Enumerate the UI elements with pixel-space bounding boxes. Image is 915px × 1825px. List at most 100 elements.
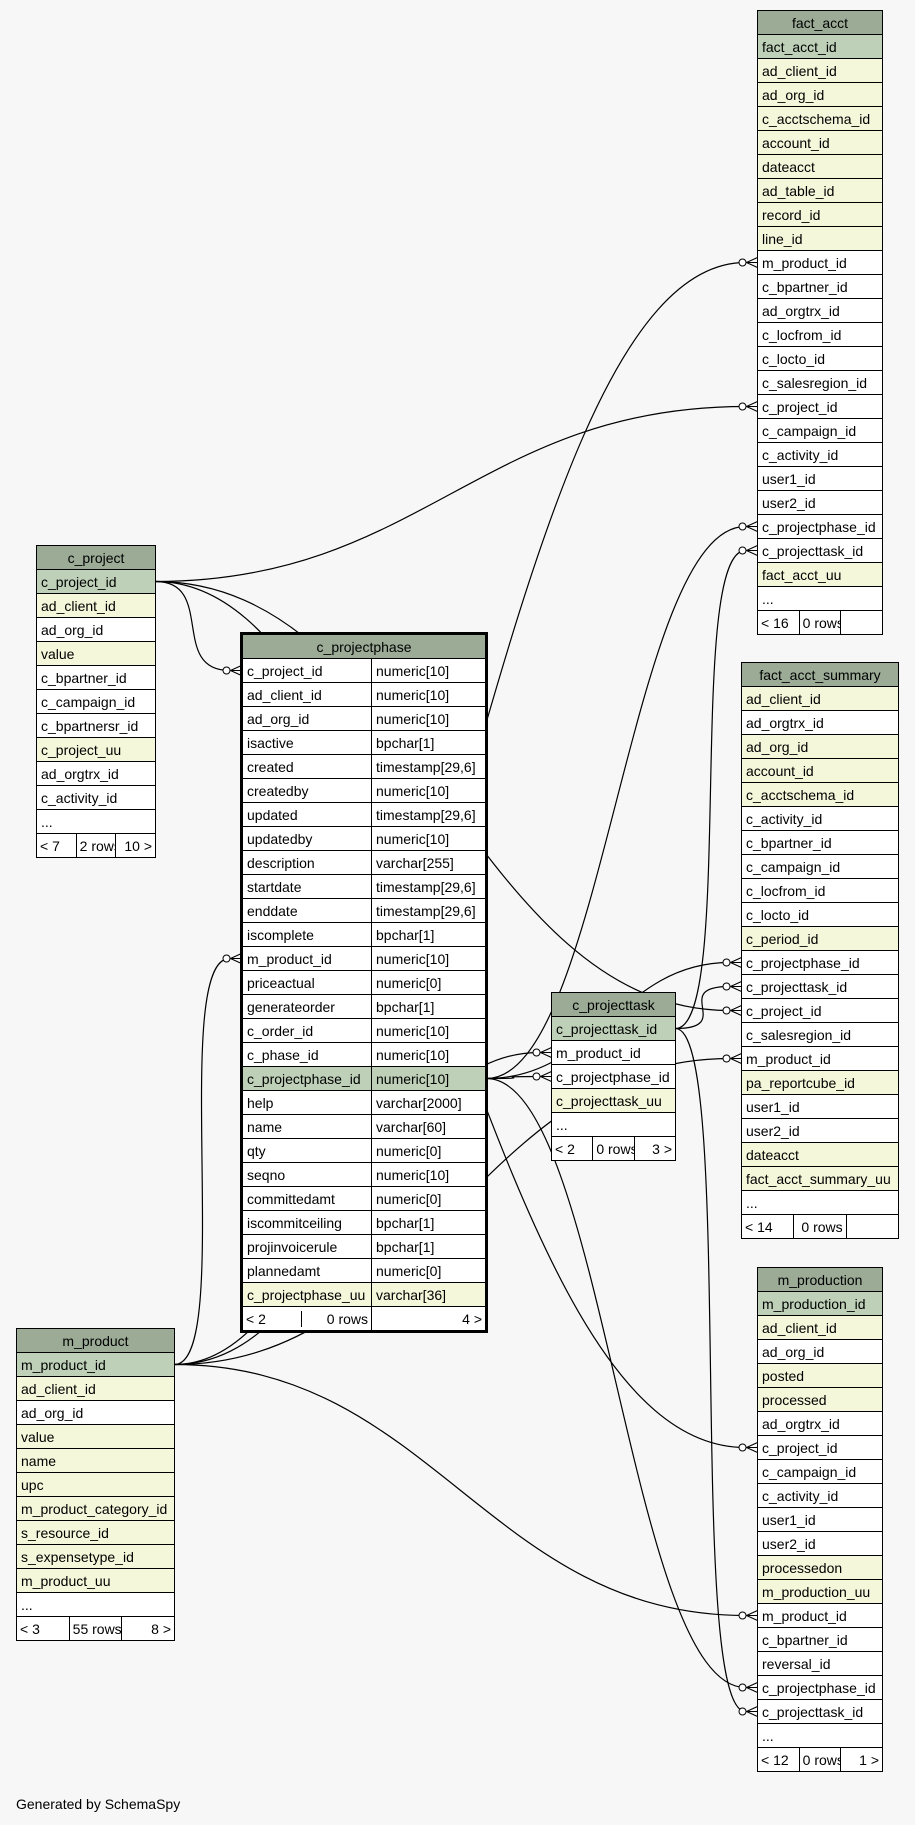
column-row[interactable]: c_campaign_id [757,1459,883,1484]
column-row[interactable]: c_projectphase_id [741,950,899,975]
column-row[interactable]: pa_reportcube_id [741,1070,899,1095]
column-row[interactable]: m_product_category_id [16,1496,175,1521]
column-row[interactable]: value [36,641,156,666]
column-row[interactable]: ad_client_id [16,1376,175,1401]
column-row[interactable]: m_product_uu [16,1568,175,1593]
column-row[interactable]: record_id [757,202,883,227]
column-row[interactable]: c_projectphase_id [757,1675,883,1700]
column-row[interactable]: ... [757,1723,883,1748]
column-row[interactable]: processedon [757,1555,883,1580]
column-row[interactable]: c_locfrom_id [741,878,899,903]
column-row[interactable]: ... [16,1592,175,1617]
column-row[interactable]: c_project_uu [36,737,156,762]
column-row[interactable]: ad_org_id [36,617,156,642]
column-row[interactable]: c_salesregion_id [757,370,883,395]
column-row[interactable]: ... [741,1190,899,1215]
column-row[interactable]: c_locto_id [741,902,899,927]
column-row[interactable]: c_project_id [757,1435,883,1460]
column-row[interactable]: upc [16,1472,175,1497]
column-row[interactable]: ... [36,809,156,834]
column-row[interactable]: c_bpartner_id [741,830,899,855]
column-row[interactable]: c_salesregion_id [741,1022,899,1047]
column-row[interactable]: m_product_id [757,250,883,275]
column-row[interactable]: m_product_id [551,1040,676,1065]
column-row[interactable]: ad_orgtrx_id [757,298,883,323]
column-row[interactable]: user1_id [757,466,883,491]
column-row[interactable]: c_activity_id [36,785,156,810]
column-row[interactable]: m_production_uu [757,1579,883,1604]
column-row[interactable]: ad_client_id [757,1315,883,1340]
column-row[interactable]: c_campaign_id [741,854,899,879]
column-row[interactable]: user2_id [757,1531,883,1556]
column-row[interactable]: processed [757,1387,883,1412]
column-row[interactable]: value [16,1424,175,1449]
column-row[interactable]: account_id [741,758,899,783]
column-row[interactable]: reversal_id [757,1651,883,1676]
column-row[interactable]: c_activity_id [757,1483,883,1508]
column-row[interactable]: c_acctschema_id [741,782,899,807]
column-row[interactable]: fact_acct_id [757,34,883,59]
column-row[interactable]: c_period_id [741,926,899,951]
column-row[interactable]: c_projectphase_id [551,1064,676,1089]
column-row[interactable]: m_product_id [16,1352,175,1377]
column-row[interactable]: user1_id [741,1094,899,1119]
column-row[interactable]: c_locto_id [757,346,883,371]
column-row[interactable]: c_locfrom_id [757,322,883,347]
column-row[interactable]: c_projecttask_id [741,974,899,999]
column-row[interactable]: c_projecttask_id [551,1016,676,1041]
column-row[interactable]: c_projecttask_id [757,1699,883,1724]
column-row[interactable]: user2_id [757,490,883,515]
column-row[interactable]: fact_acct_summary_uu [741,1166,899,1191]
column-row[interactable]: m_product_id [741,1046,899,1071]
column-row[interactable]: m_production_id [757,1291,883,1316]
column-row[interactable]: c_bpartnersr_id [36,713,156,738]
column-row[interactable]: c_project_id [36,569,156,594]
column-row[interactable]: ad_org_id [757,1339,883,1364]
column-row[interactable]: ad_table_id [757,178,883,203]
column-row[interactable]: c_activity_id [757,442,883,467]
column-row[interactable]: c_bpartner_id [757,274,883,299]
column-row[interactable]: ad_orgtrx_id [757,1411,883,1436]
column-row[interactable]: s_resource_id [16,1520,175,1545]
column-row[interactable]: c_campaign_id [36,689,156,714]
column-row[interactable]: m_product_id [757,1603,883,1628]
column-row[interactable]: ad_client_id [757,58,883,83]
column-row[interactable]: ad_org_id [16,1400,175,1425]
column-row[interactable]: user1_id [757,1507,883,1532]
column-row[interactable]: posted [757,1363,883,1388]
column-row[interactable]: s_expensetype_id [16,1544,175,1569]
column-row[interactable]: ad_org_id [741,734,899,759]
column-row[interactable]: dateacct [757,154,883,179]
column-row[interactable]: c_campaign_id [757,418,883,443]
column-row[interactable]: ... [757,586,883,611]
column-row[interactable]: ad_orgtrx_id [36,761,156,786]
column-row[interactable]: c_projecttask_uu [551,1088,676,1113]
